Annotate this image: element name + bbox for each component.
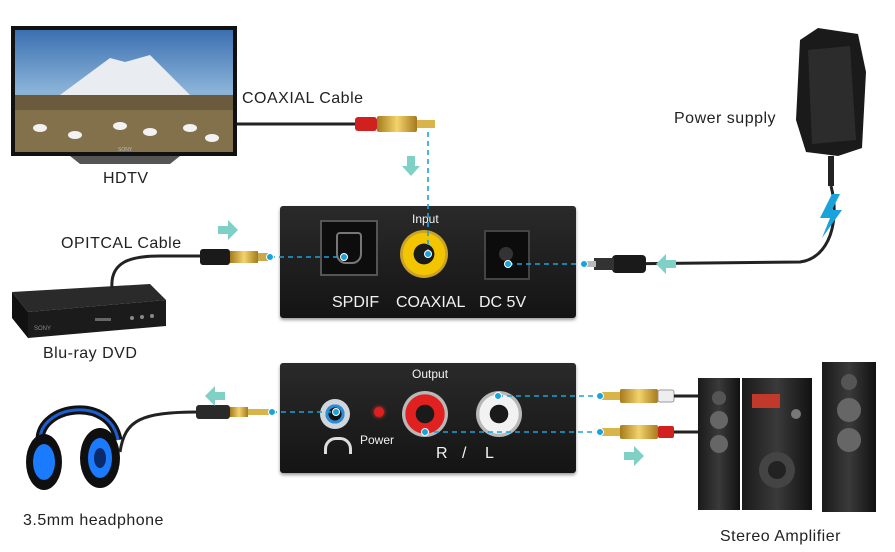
channel-label-sep: / bbox=[462, 445, 467, 462]
left-arrow-icon bbox=[656, 254, 676, 274]
headphone-icon bbox=[26, 405, 123, 490]
left-arrow-icon bbox=[205, 386, 225, 406]
headphone-port[interactable] bbox=[320, 399, 350, 429]
input-converter-box: Input SPDIF COAXIAL DC 5V bbox=[280, 206, 576, 318]
stereo-amplifier-icon bbox=[698, 362, 876, 512]
input-title: Input bbox=[412, 212, 439, 226]
channel-label-r: R bbox=[436, 445, 448, 462]
hdtv-icon bbox=[11, 26, 237, 164]
coaxial-cable-label: COAXIAL Cable bbox=[242, 90, 364, 107]
right-arrow-icon bbox=[624, 446, 644, 466]
power-adapter-icon bbox=[796, 28, 866, 186]
power-label: Power bbox=[360, 433, 395, 447]
spdif-port[interactable] bbox=[320, 220, 378, 276]
output-title: Output bbox=[412, 367, 449, 381]
hdtv-label: HDTV bbox=[103, 170, 149, 187]
bluray-label: Blu-ray DVD bbox=[43, 345, 138, 362]
dc-port[interactable] bbox=[484, 230, 530, 280]
dc-plug-icon bbox=[584, 255, 646, 273]
optical-port-icon bbox=[336, 232, 362, 264]
channel-label-l: L bbox=[485, 445, 494, 462]
lightning-bolt-icon bbox=[820, 194, 842, 238]
optical-cable-label: OPITCAL Cable bbox=[61, 235, 182, 252]
coaxial-port[interactable] bbox=[400, 230, 448, 278]
right-arrow-icon bbox=[218, 220, 238, 240]
headphone-label: 3.5mm headphone bbox=[23, 512, 164, 529]
rca-red-plug-icon bbox=[602, 425, 674, 439]
output-converter-box: Output Power R / L bbox=[280, 363, 576, 473]
optical-toslink-plug-icon bbox=[200, 249, 268, 265]
port-label-dc5v: DC 5V bbox=[479, 294, 527, 311]
dc-port-icon bbox=[499, 247, 513, 261]
down-arrow-icon bbox=[402, 156, 420, 176]
bluray-player-icon bbox=[12, 284, 166, 338]
port-label-coaxial: COAXIAL bbox=[396, 294, 466, 311]
power-supply-label: Power supply bbox=[674, 110, 777, 127]
power-led-icon bbox=[374, 407, 384, 417]
jack-35mm-plug-icon bbox=[196, 405, 270, 419]
rca-l-port[interactable] bbox=[476, 391, 522, 437]
amplifier-label: Stereo Amplifier bbox=[720, 528, 841, 545]
rca-r-port[interactable] bbox=[402, 391, 448, 437]
coaxial-rca-plug-icon bbox=[355, 116, 435, 132]
headphone-symbol-icon bbox=[324, 437, 352, 454]
rca-white-plug-icon bbox=[602, 389, 675, 403]
port-label-spdif: SPDIF bbox=[332, 294, 380, 311]
